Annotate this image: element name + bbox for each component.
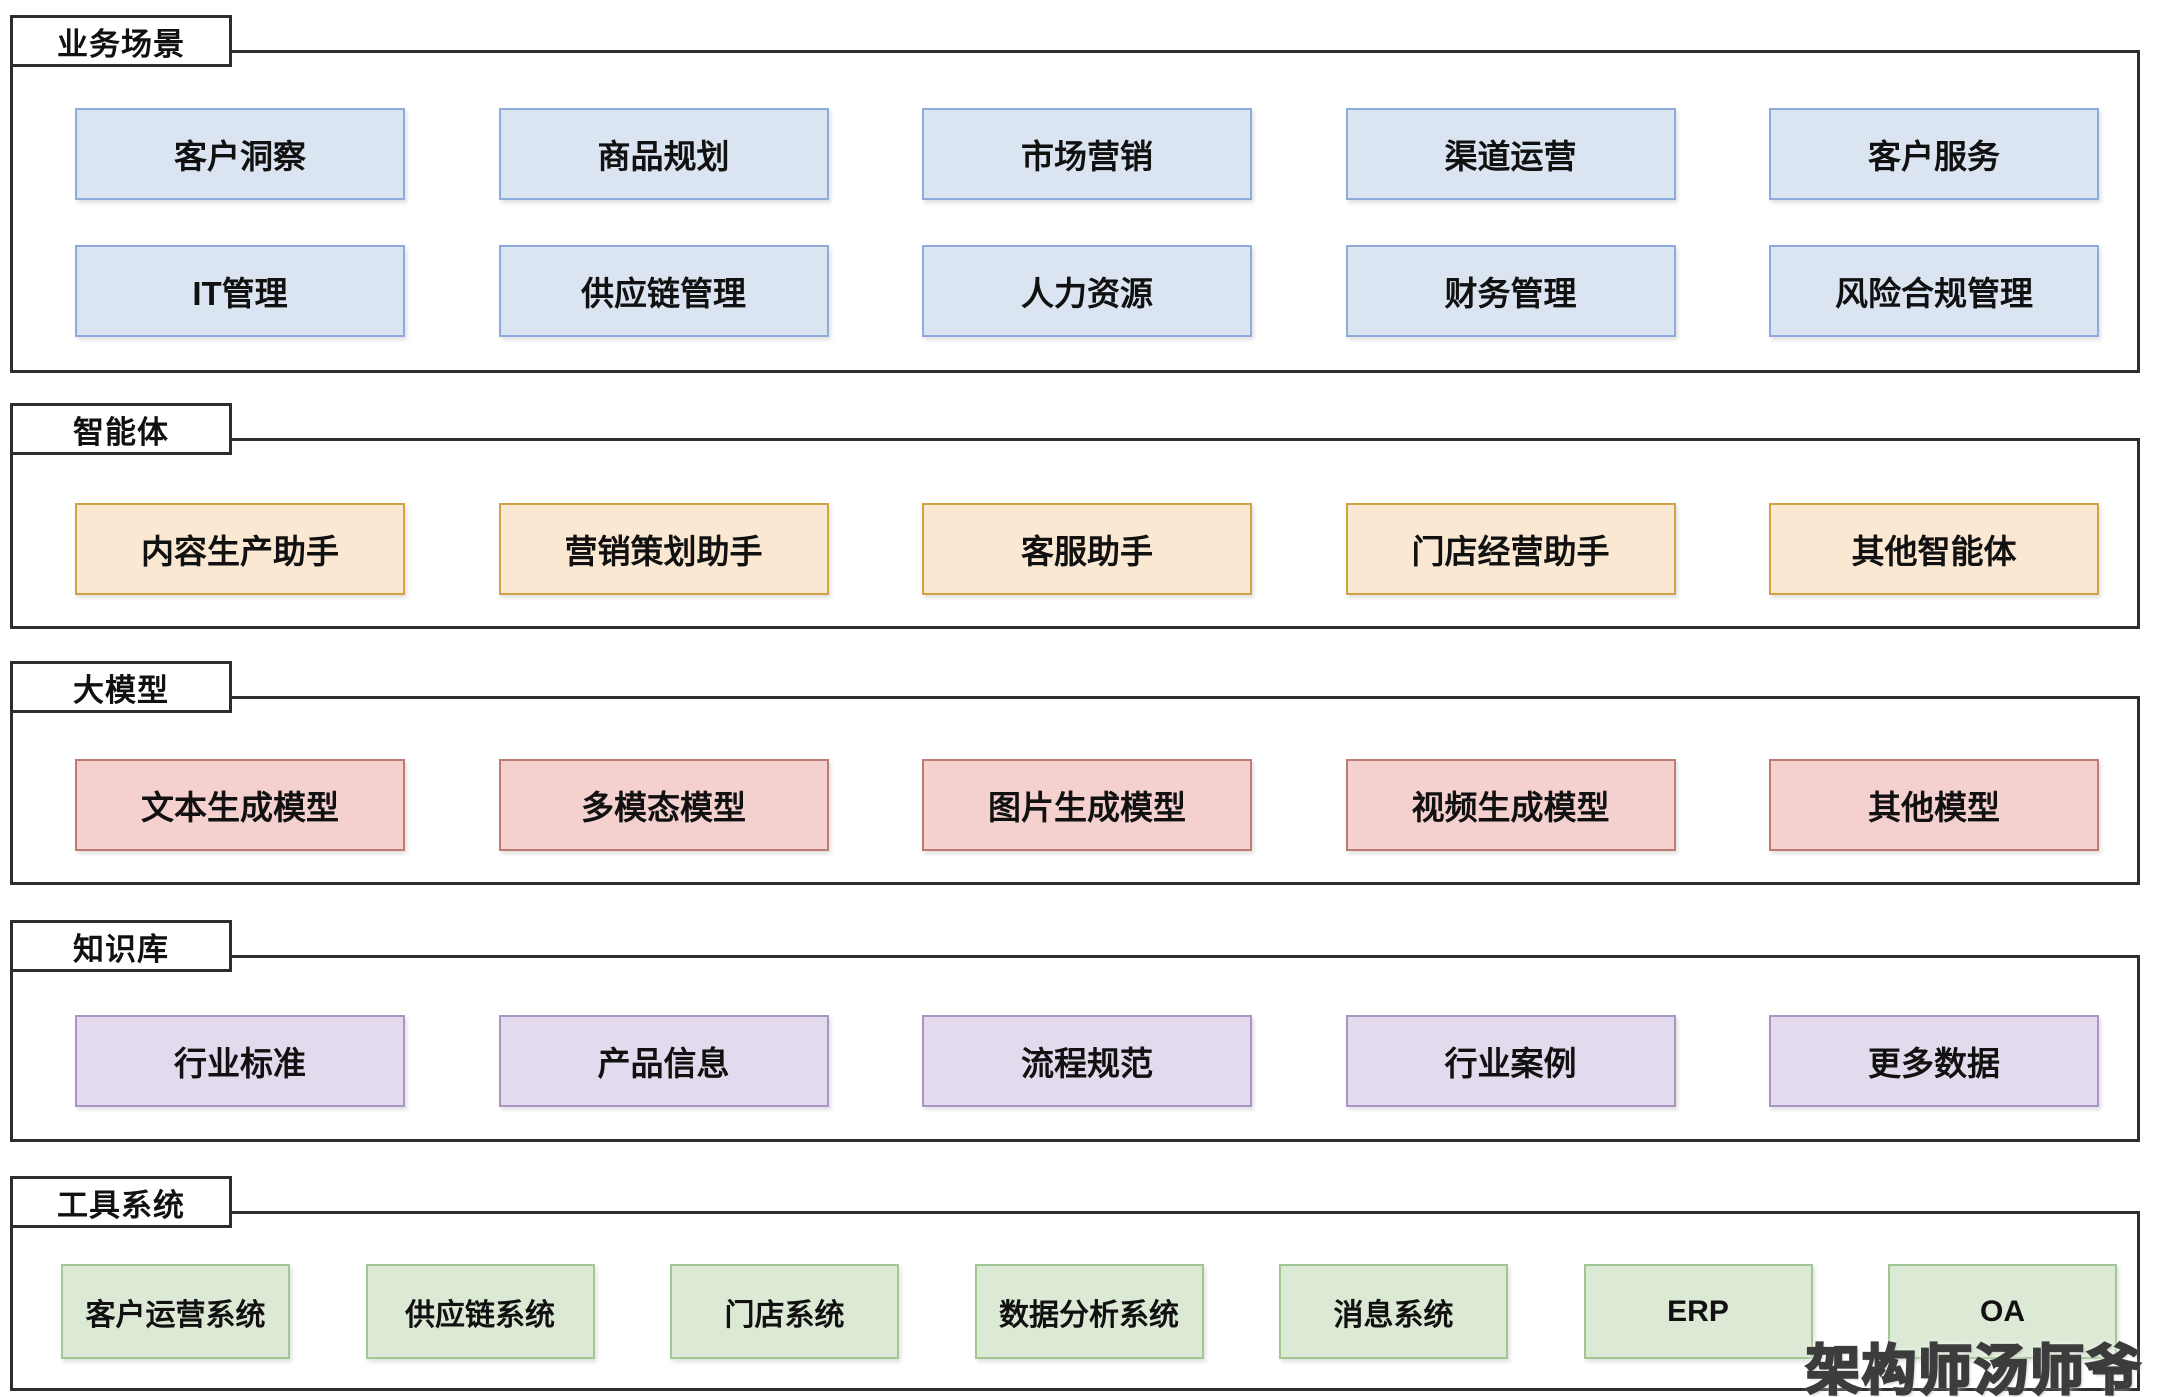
box-row: 行业标准 产品信息 流程规范 行业案例 更多数据 [13,1015,2137,1107]
section-label: 大模型 [73,672,169,708]
section-label: 工具系统 [57,1187,185,1223]
diagram-box: 风险合规管理 [1769,245,2099,337]
section-tab-knowledge-base: 知识库 [10,920,232,972]
section-tab-tool-systems: 工具系统 [10,1176,232,1228]
section-business-scenarios: 业务场景 客户洞察 商品规划 市场营销 渠道运营 客户服务 IT管理 供应链管理… [10,15,2140,373]
diagram-box: 财务管理 [1345,245,1676,337]
diagram-box: 流程规范 [922,1015,1252,1107]
diagram-box: 渠道运营 [1345,108,1676,200]
diagram-box: 门店系统 [670,1264,899,1359]
box-row: 客户运营系统 供应链系统 门店系统 数据分析系统 消息系统 ERP OA [13,1264,2137,1359]
section-knowledge-base: 知识库 行业标准 产品信息 流程规范 行业案例 更多数据 [10,920,2140,1142]
diagram-box: 行业案例 [1345,1015,1676,1107]
box-row: 文本生成模型 多模态模型 图片生成模型 视频生成模型 其他模型 [13,759,2137,851]
section-tab-large-models: 大模型 [10,661,232,713]
diagram-box: 营销策划助手 [498,503,829,595]
diagram-box: 数据分析系统 [974,1264,1204,1359]
diagram-box: 市场营销 [922,108,1252,200]
diagram-box: ERP [1583,1264,1813,1359]
section-label: 知识库 [73,931,169,967]
diagram-box: 供应链管理 [498,245,829,337]
diagram-box: 商品规划 [498,108,829,200]
diagram-box: 客户运营系统 [61,1264,290,1359]
diagram-box: 更多数据 [1769,1015,2099,1107]
section-label: 业务场景 [57,26,185,62]
diagram-box: 行业标准 [75,1015,405,1107]
section-tab-business-scenarios: 业务场景 [10,15,232,67]
diagram-box: 其他模型 [1769,759,2099,851]
watermark: 架构师汤师爷 [1805,1340,2142,1397]
box-row: 客户洞察 商品规划 市场营销 渠道运营 客户服务 [13,108,2137,200]
diagram-box: 其他智能体 [1769,503,2099,595]
diagram-box: 客服助手 [922,503,1252,595]
diagram-box: IT管理 [75,245,405,337]
diagram-box: 人力资源 [922,245,1252,337]
section-tab-agents: 智能体 [10,403,232,455]
diagram-box: 门店经营助手 [1345,503,1676,595]
diagram-box: 供应链系统 [365,1264,595,1359]
diagram-box: OA [1888,1264,2117,1359]
box-row: IT管理 供应链管理 人力资源 财务管理 风险合规管理 [13,245,2137,337]
diagram-box: 文本生成模型 [75,759,405,851]
section-agents: 智能体 内容生产助手 营销策划助手 客服助手 门店经营助手 其他智能体 [10,403,2140,629]
section-large-models: 大模型 文本生成模型 多模态模型 图片生成模型 视频生成模型 其他模型 [10,661,2140,885]
diagram-box: 内容生产助手 [75,503,405,595]
section-tool-systems: 工具系统 客户运营系统 供应链系统 门店系统 数据分析系统 消息系统 ERP O… [10,1176,2140,1391]
diagram-box: 视频生成模型 [1345,759,1676,851]
diagram-box: 客户服务 [1769,108,2099,200]
diagram-box: 多模态模型 [498,759,829,851]
diagram-box: 产品信息 [498,1015,829,1107]
diagram-box: 消息系统 [1279,1264,1508,1359]
section-label: 智能体 [73,414,169,450]
diagram-box: 客户洞察 [75,108,405,200]
diagram-box: 图片生成模型 [922,759,1252,851]
box-row: 内容生产助手 营销策划助手 客服助手 门店经营助手 其他智能体 [13,503,2137,595]
